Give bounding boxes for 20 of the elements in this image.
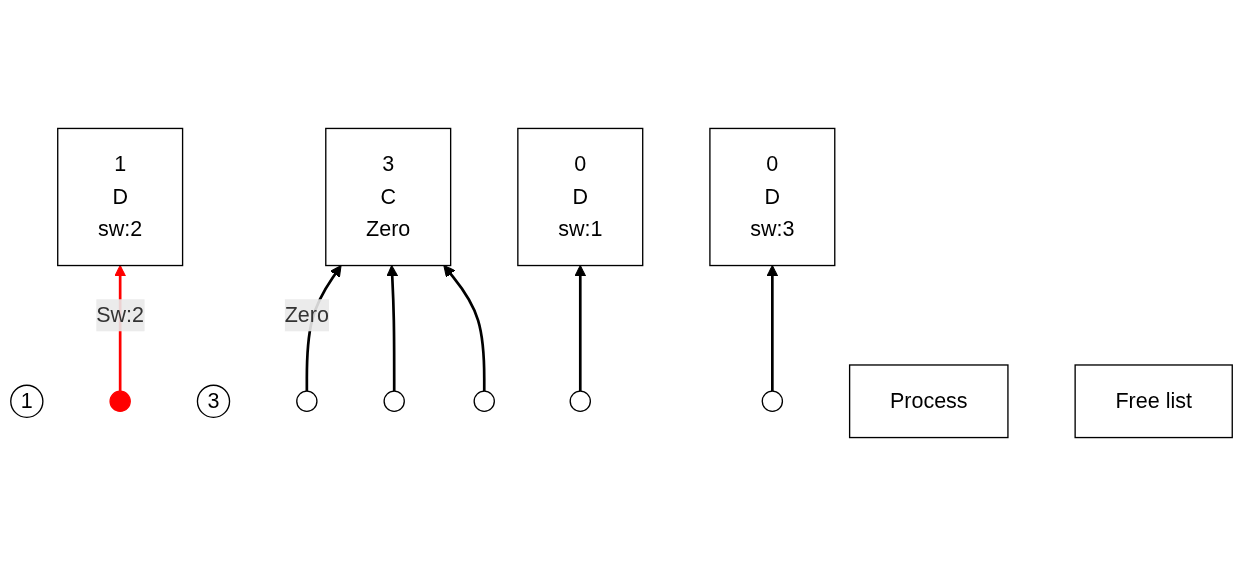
node-circle xyxy=(296,390,318,413)
node-circle xyxy=(383,390,405,413)
node-box: Process xyxy=(848,364,1009,439)
node-box: 0 D sw:3 xyxy=(709,127,836,267)
arrow xyxy=(574,265,587,392)
node-circle xyxy=(569,390,592,413)
arrow xyxy=(386,265,399,392)
arrow xyxy=(443,265,486,392)
node-circle: 1 xyxy=(10,384,44,418)
node-box: 1 D sw:2 xyxy=(57,127,184,267)
edge-label: Zero xyxy=(284,303,329,327)
node-circle: 3 xyxy=(196,384,231,418)
node-circle xyxy=(109,390,131,413)
arrow xyxy=(766,265,779,392)
node-circle xyxy=(473,390,495,413)
node-box: 3 C Zero xyxy=(325,127,452,267)
node-circle xyxy=(761,390,784,413)
node-box: 0 D sw:1 xyxy=(517,127,644,267)
node-box: Free list xyxy=(1074,364,1233,439)
edge-label: Sw:2 xyxy=(96,303,145,327)
